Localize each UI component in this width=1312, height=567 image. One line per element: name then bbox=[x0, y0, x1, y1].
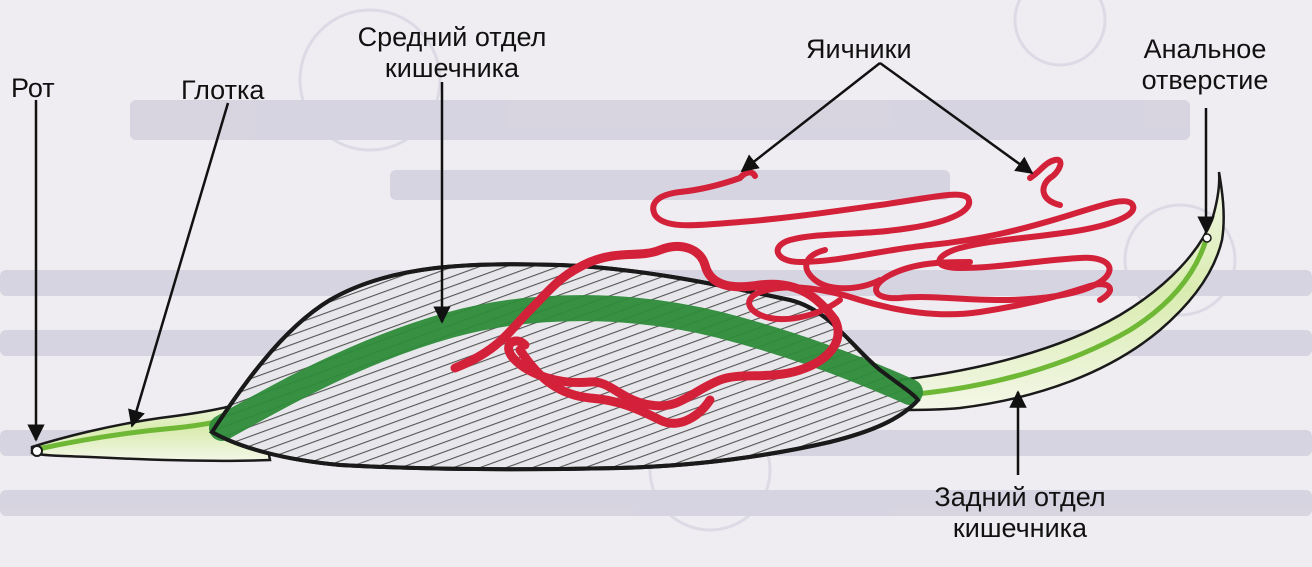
anal-opening bbox=[1202, 233, 1212, 243]
mouth-opening bbox=[31, 445, 43, 457]
label-midgut-line2: кишечника bbox=[384, 53, 520, 83]
hindgut-tube bbox=[904, 239, 1209, 398]
label-anus-line1: Анальное bbox=[1143, 34, 1267, 64]
label-mouth: Рот bbox=[11, 73, 55, 103]
label-hindgut: Задний отдел кишечника bbox=[895, 482, 1145, 544]
leader-lines bbox=[27, 61, 1215, 475]
label-anus: Анальное отверстие bbox=[1110, 34, 1300, 96]
label-ovaries: Яичники bbox=[806, 34, 912, 64]
ovaries bbox=[450, 156, 1137, 428]
midgut-tube bbox=[209, 295, 923, 441]
arrow-ovary-right bbox=[879, 61, 1034, 175]
label-hindgut-line1: Задний отдел bbox=[934, 482, 1106, 512]
arrow-pharynx bbox=[128, 102, 230, 428]
ovary-tube-main bbox=[450, 242, 843, 411]
label-pharynx: Глотка bbox=[181, 75, 265, 105]
ovary-tube-lower bbox=[515, 345, 715, 428]
ovary-coils bbox=[650, 156, 1137, 303]
ovary-coils-2 bbox=[746, 281, 1114, 323]
worm-body bbox=[30, 171, 1225, 472]
arrow-ovary-left bbox=[740, 62, 881, 173]
label-hindgut-line2: кишечника bbox=[952, 513, 1088, 543]
label-anus-line2: отверстие bbox=[1141, 65, 1269, 95]
label-midgut-line1: Средний отдел bbox=[357, 22, 547, 52]
label-midgut: Средний отдел кишечника bbox=[322, 22, 582, 84]
